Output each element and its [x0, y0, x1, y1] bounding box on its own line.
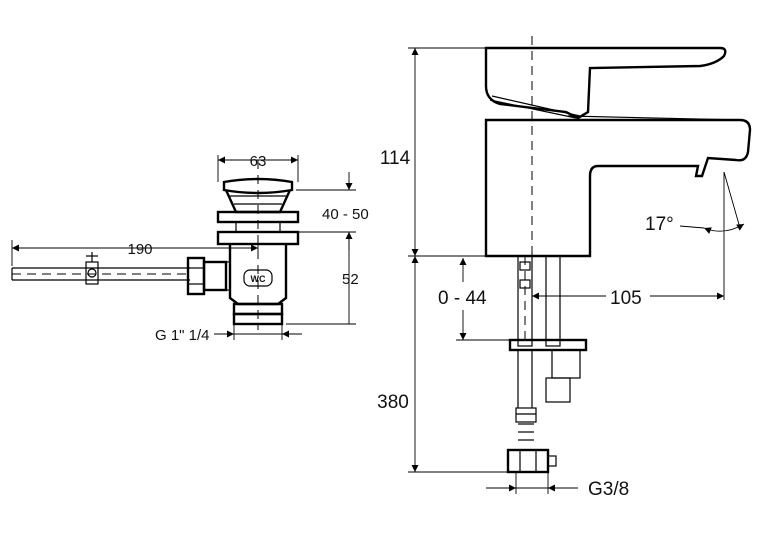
- mixer-tap: 114 380 0 - 44 105 17°: [377, 36, 752, 500]
- lever-handle: [484, 46, 727, 120]
- dim-label-40-50: 40 - 50: [322, 206, 369, 223]
- dim-spout-angle: 17°: [645, 171, 745, 235]
- dim-label-0-44: 0 - 44: [438, 288, 487, 309]
- dim-label-g38: G3/8: [588, 479, 629, 500]
- supply-pipes: [506, 255, 588, 474]
- waste-body: WC: [226, 244, 288, 326]
- dim-label-114: 114: [380, 148, 411, 169]
- dim-label-190: 190: [127, 241, 152, 258]
- dim-label-380: 380: [377, 392, 409, 413]
- dim-spout-reach: 105: [532, 172, 725, 309]
- dim-tap-height: 114: [380, 47, 520, 257]
- dim-rod-length: 190: [11, 236, 259, 266]
- dim-adjust-range: 0 - 44: [438, 258, 510, 341]
- tap-body: [484, 115, 752, 258]
- dim-hose-length: 380: [377, 256, 508, 473]
- pop-up-waste: WC 63 40 - 50 52 190: [11, 153, 369, 344]
- dim-waste-thread: G 1" 1/4: [155, 318, 302, 344]
- logo-mark: WC: [251, 274, 266, 284]
- dim-label-105: 105: [610, 288, 642, 309]
- pull-rod: [11, 252, 190, 285]
- dim-waste-height: 40 - 50: [296, 172, 369, 250]
- dim-waste-width: 63: [217, 153, 299, 182]
- rod-nut: [186, 256, 228, 296]
- dim-waste-body: 52: [286, 231, 359, 325]
- dim-label-52: 52: [342, 271, 359, 288]
- dim-label-17deg: 17°: [645, 214, 674, 235]
- dim-hose-thread: G3/8: [486, 472, 629, 500]
- dim-label-63: 63: [250, 153, 267, 170]
- dim-label-thread: G 1" 1/4: [155, 327, 210, 344]
